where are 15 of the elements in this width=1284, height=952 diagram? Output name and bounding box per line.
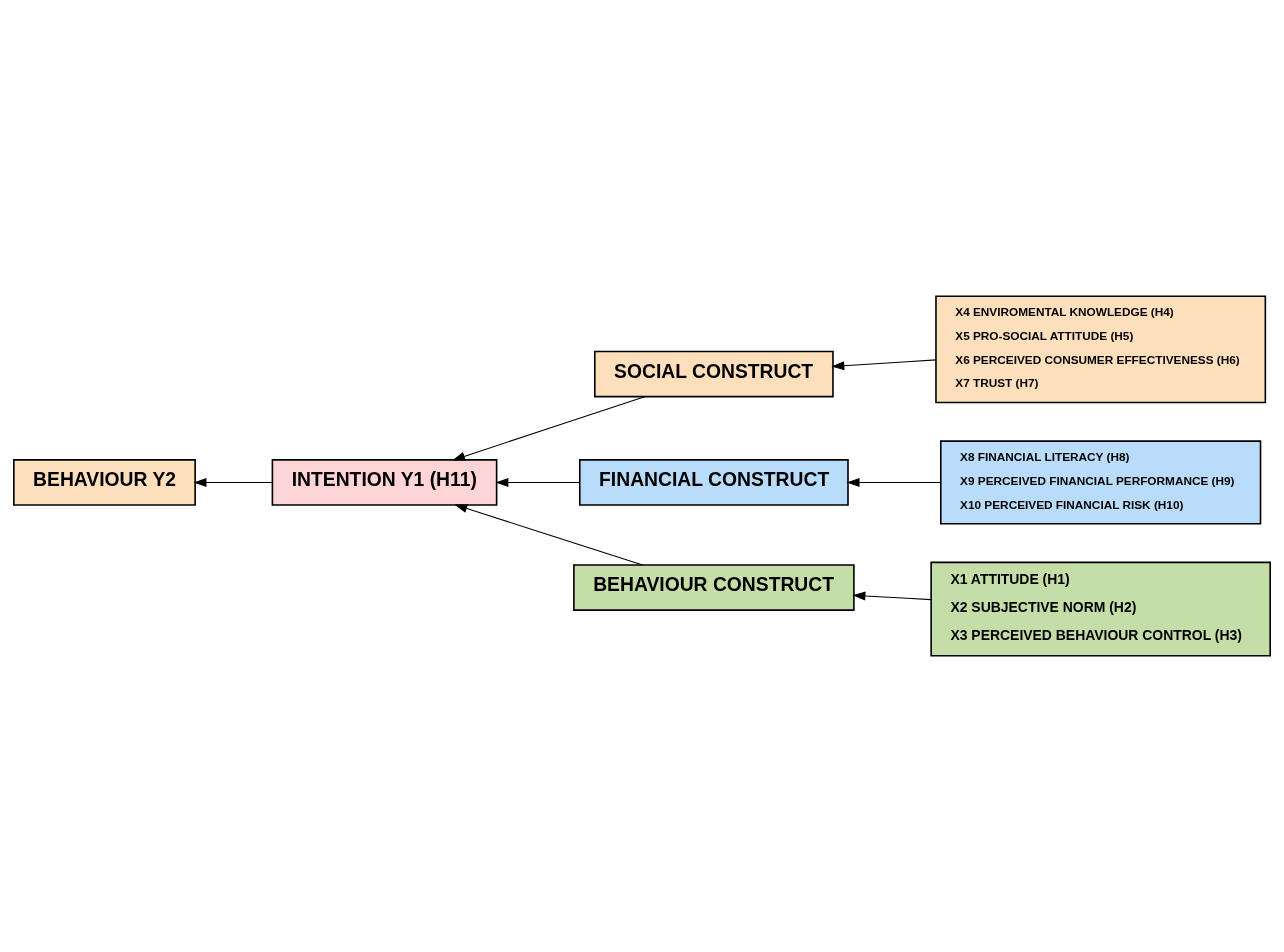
arrow [452, 396, 646, 461]
node-box: X8 FINANCIAL LITERACY (H8) X9 PERCEIVED FINANCIAL PERFORMANCE (H9) X10 PERCEIVED FINANCIAL RISK (H10) [940, 440, 1262, 525]
arrow [852, 591, 932, 601]
arrow [831, 359, 937, 371]
node-box: INTENTION Y1 (H11) [271, 459, 498, 506]
node-box: BEHAVIOUR Y2 [13, 459, 196, 506]
arrow [193, 477, 273, 487]
node-box: FINANCIAL CONSTRUCT [578, 459, 849, 506]
node-box: X1 ATTITUDE (H1) X2 SUBJECTIVE NORM (H2) X3 PERCEIVED BEHAVIOUR CONTROL (H3) [930, 561, 1271, 657]
arrow [495, 477, 581, 487]
arrow [846, 477, 942, 487]
node-box: X4 ENVIROMENTAL KNOWLEDGE (H4) X5 PRO-SOCIAL ATTITUDE (H5) X6 PERCEIVED CONSUMER EFFECTIVENESS (H6) X7 TRUST (H7) [935, 295, 1267, 404]
node-box: BEHAVIOUR CONSTRUCT [573, 564, 855, 611]
node-box: SOCIAL CONSTRUCT [594, 350, 834, 398]
arrow [454, 504, 644, 566]
